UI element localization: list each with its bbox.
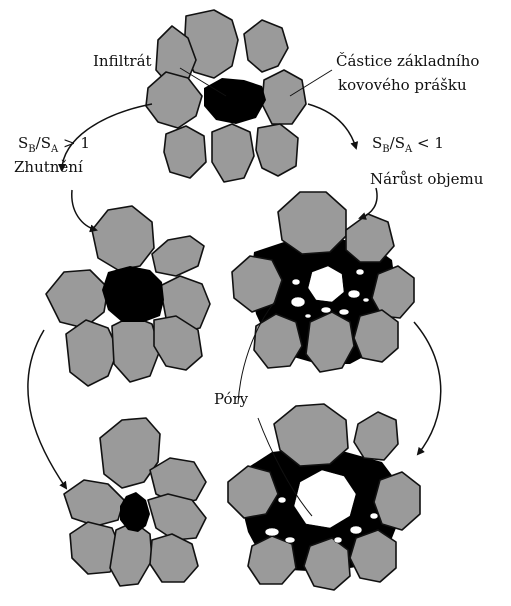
label-right-caption: Nárůst objemu (370, 170, 484, 188)
label-particles-line2: kovového prášku (338, 76, 467, 94)
label-pores: Póry (214, 390, 249, 408)
arrow-right-caption-to-cluster (360, 188, 377, 218)
label-infiltrate: Infiltrát (93, 52, 152, 70)
label-particles-line1: Částice základního (336, 52, 479, 70)
arrow-left-middle-to-bottom (28, 330, 66, 488)
right-bottom-cluster (228, 404, 420, 590)
label-left-caption: Zhutnění (14, 158, 83, 176)
label-right-ratio: SB/SA < 1 (372, 134, 444, 155)
left-bottom-cluster (64, 418, 206, 586)
right-middle-cluster (232, 192, 414, 372)
left-middle-cluster (46, 206, 210, 386)
arrow-left-caption-to-cluster (72, 190, 96, 230)
arrow-top-to-right (308, 104, 356, 148)
label-left-ratio: SB/SA > 1 (18, 134, 90, 155)
arrow-right-middle-to-bottom (414, 322, 441, 454)
